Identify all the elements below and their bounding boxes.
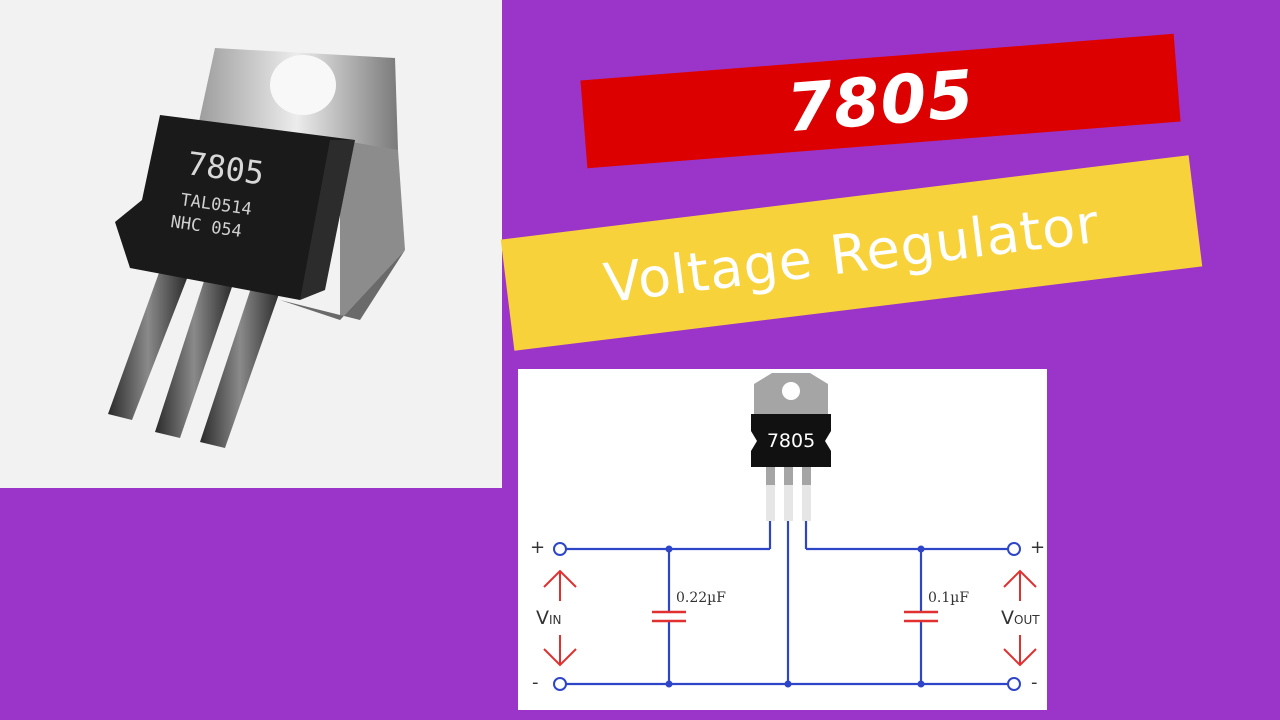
vin-plus-terminal [553,542,567,556]
vin-plus-label: + [530,537,546,558]
regulator-photo: 7805 TAL0514 NHC 054 [108,48,405,448]
regulator-body [115,115,355,300]
vin-minus-label: - [532,672,539,693]
vin-arrows [543,569,577,667]
regulator-leg [108,270,188,420]
vout-arrows [1003,569,1037,667]
vout-label: VOUT [1001,607,1040,629]
regulator-leg [200,285,280,448]
side-metal [340,140,405,320]
vin-label: VIN [536,607,562,629]
vout-plus-terminal [1007,542,1021,556]
title-text: 7805 [783,55,978,147]
ic-pin [802,467,811,485]
vout-plus-label: + [1030,537,1046,558]
terminals [553,542,1021,691]
circuit-svg [543,373,1037,691]
ic-body [751,414,831,467]
regulator-leg [155,278,233,438]
regulator-photo-panel: 7805 TAL0514 NHC 054 [0,0,502,488]
input-cap-label: 0.22µF [676,590,726,606]
ic-label: 7805 [766,430,816,452]
input-capacitor [652,610,686,623]
circuit-diagram: 7805 0.22µF 0.1µF + - + - VIN VOUT [518,369,1047,710]
output-cap-label: 0.1µF [928,590,970,606]
ic-pin [784,467,793,485]
ic-tab-hole [782,382,800,400]
vout-minus-terminal [1007,677,1021,691]
vout-minus-label: - [1031,672,1038,693]
junction-dots [665,545,925,688]
vin-minus-terminal [553,677,567,691]
output-capacitor [904,610,938,623]
ic-pin [766,467,775,485]
mounting-hole [270,55,336,115]
